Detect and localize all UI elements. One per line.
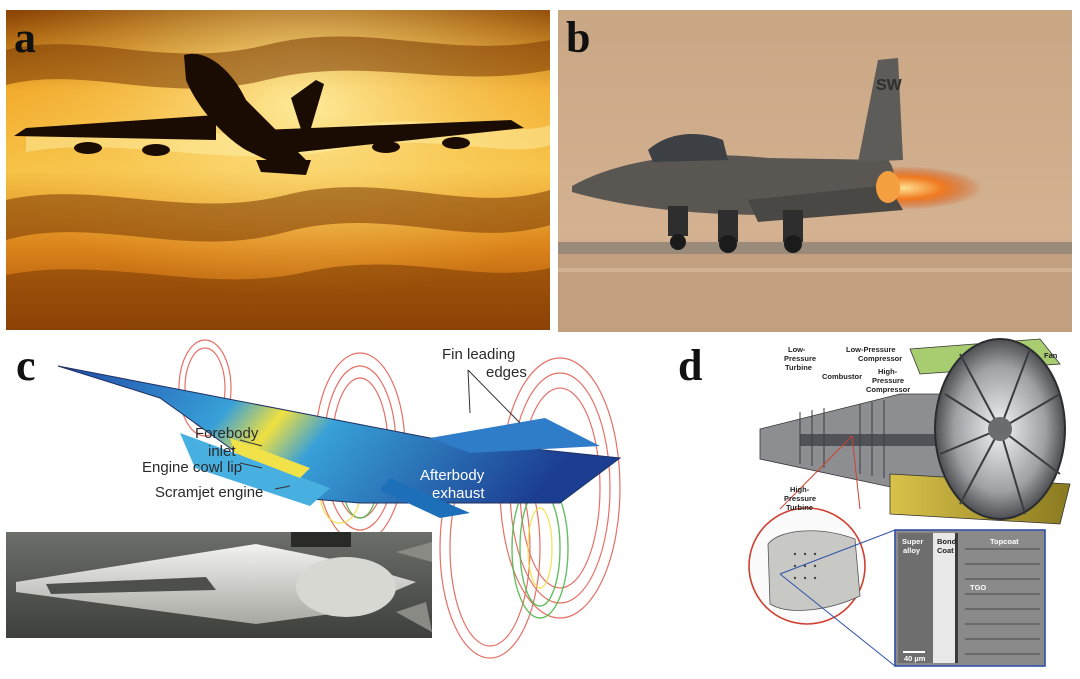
scramjet-vehicle-image [6,532,432,638]
label-engine-cowl-lip: Engine cowl lip [142,459,243,476]
fighter-jet-image: SW [558,10,1072,332]
label-scale-bar: 40 µm [904,654,926,663]
label-tgo: TGO [970,583,987,592]
label-afterbody-exhaust-line2: exhaust [432,485,485,502]
label-high-pressure-compressor-line3: Compressor [866,385,911,394]
label-forebody-inlet-line1: Forebody [195,425,259,442]
label-fan: Fan [1044,351,1058,360]
panel-letter-b: b [566,13,591,62]
airliner-sunset-image [6,10,550,330]
fighter-jet-silhouette: SW [572,58,903,253]
photo-fighter-jet: SW [558,10,1072,332]
label-low-pressure-turbine-line3: Turbine [785,363,812,372]
label-bond-coat-line1: Bond [937,537,957,546]
label-high-pressure-compressor-line1: High- [878,367,898,376]
label-high-pressure-compressor-line2: Pressure [872,376,905,385]
label-forebody-inlet-line2: inlet [208,443,236,460]
airliner-silhouette [14,53,524,175]
label-afterbody-exhaust-line1: Afterbody [420,467,485,484]
panel-letter-d: d [678,341,703,390]
label-bond-coat-line2: Coat [937,546,954,555]
label-superalloy-line2: alloy [903,546,921,555]
label-low-pressure-compressor-line2: Compressor [858,354,903,363]
label-low-pressure-turbine-line2: Pressure [784,354,817,363]
label-high-pressure-turbine-line2: Pressure [784,494,817,503]
label-combustor: Combustor [822,372,862,381]
label-fin-leading-edges-line1: Fin leading [442,346,516,363]
svg-text:SW: SW [876,77,903,94]
panel-letter-c: c [16,341,36,390]
label-fin-leading-edges-line2: edges [486,364,527,381]
label-topcoat: Topcoat [990,537,1019,546]
panel-letter-a: a [14,13,36,62]
turbofan-cutaway-diagram [740,334,1080,674]
label-low-pressure-turbine-line1: Low- [788,345,806,354]
label-scramjet-engine: Scramjet engine [155,484,264,501]
label-low-pressure-compressor-line1: Low-Pressure [846,345,896,354]
photo-airliner-sunset [6,10,550,330]
photo-scramjet-vehicle [6,532,432,638]
label-high-pressure-turbine-line3: Turbine [786,503,813,512]
turbofan-cutaway-image [748,338,1071,667]
label-superalloy-line1: Super [902,537,924,546]
label-high-pressure-turbine-line1: High- [790,485,810,494]
